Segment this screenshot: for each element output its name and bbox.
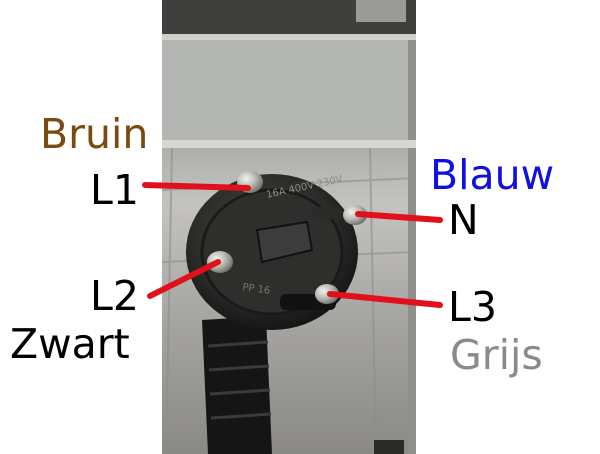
label-l1: L1 <box>90 166 139 214</box>
mark-text: PP 16 <box>242 282 271 297</box>
label-zwart: Zwart <box>10 320 130 368</box>
lead-line-l2 <box>147 259 221 299</box>
lead-line-l1 <box>142 182 251 191</box>
plug-photo: 16A 400V 230V PP 16 <box>162 0 416 454</box>
label-l3: L3 <box>448 283 497 331</box>
lead-line-n <box>355 211 443 223</box>
label-l2: L2 <box>90 272 139 320</box>
label-grijs: Grijs <box>450 331 543 379</box>
label-n: N <box>448 196 479 244</box>
label-blauw: Blauw <box>430 151 555 199</box>
label-bruin: Bruin <box>40 110 149 158</box>
lead-line-l3 <box>327 291 443 308</box>
